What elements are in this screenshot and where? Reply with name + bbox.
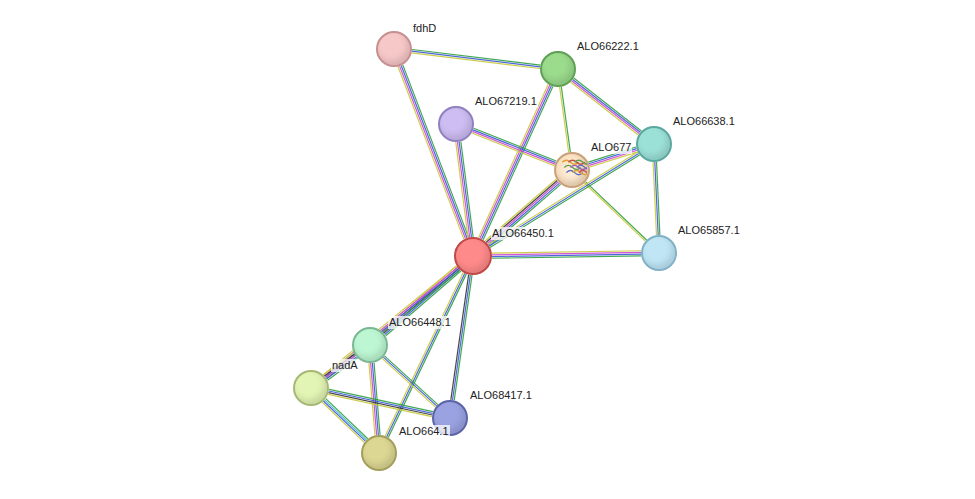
helix-stroke <box>579 171 587 175</box>
interaction-edge <box>472 128 556 165</box>
evidence-line <box>584 183 645 241</box>
evidence-line <box>326 399 368 439</box>
evidence-line <box>472 131 555 164</box>
protein-node <box>554 152 590 188</box>
node-label: fdhD <box>412 22 437 35</box>
evidence-line <box>457 142 469 237</box>
interaction-edge <box>584 182 646 241</box>
protein-node <box>636 126 672 162</box>
evidence-line <box>412 51 540 67</box>
evidence-line <box>323 401 365 441</box>
node-label: ALO66450.1 <box>491 227 555 240</box>
protein-node <box>352 327 388 363</box>
node-label: ALO68417.1 <box>469 389 533 402</box>
evidence-line <box>383 357 436 406</box>
interaction-edge <box>653 162 660 235</box>
interaction-edge <box>412 49 541 68</box>
evidence-line <box>486 181 557 243</box>
interaction-edge <box>560 87 571 153</box>
evidence-line <box>412 53 540 69</box>
evidence-line <box>325 269 458 378</box>
helix-stroke <box>575 160 587 164</box>
protein-node <box>361 435 397 471</box>
interaction-edge <box>322 399 368 443</box>
evidence-line <box>325 400 367 440</box>
evidence-line <box>384 356 437 405</box>
node-label: ALO664.1 <box>398 425 450 438</box>
protein-node <box>641 235 677 271</box>
evidence-line <box>329 391 433 413</box>
evidence-line <box>573 79 641 132</box>
evidence-line <box>328 393 432 415</box>
interaction-edge <box>492 251 641 259</box>
evidence-line <box>488 183 559 245</box>
interaction-edge <box>485 179 561 246</box>
evidence-line <box>386 271 461 336</box>
node-label: ALO677 <box>590 141 632 154</box>
evidence-line <box>485 179 556 241</box>
protein-node <box>293 370 329 406</box>
protein-node <box>454 237 492 275</box>
evidence-line <box>586 182 647 240</box>
helix-stroke <box>577 165 587 169</box>
interaction-edge <box>488 152 639 247</box>
node-label: ALO66638.1 <box>672 115 736 128</box>
evidence-line <box>590 152 638 167</box>
interaction-edge <box>451 275 472 401</box>
evidence-line <box>382 358 435 407</box>
evidence-line <box>492 251 641 253</box>
node-label: nadA <box>331 359 359 372</box>
protein-node <box>376 31 412 67</box>
evidence-line <box>473 130 556 163</box>
node-label: ALO65857.1 <box>677 224 741 237</box>
evidence-line <box>561 87 570 152</box>
interaction-edge <box>328 389 433 416</box>
evidence-line <box>400 66 466 238</box>
node-label: ALO66448.1 <box>388 316 452 329</box>
protein-node <box>540 51 576 87</box>
evidence-line <box>322 402 364 442</box>
interaction-edge <box>571 78 642 135</box>
evidence-line <box>472 133 555 166</box>
evidence-line <box>474 128 557 161</box>
evidence-line <box>572 81 640 134</box>
evidence-line <box>456 142 468 237</box>
evidence-line <box>560 87 569 152</box>
evidence-line <box>323 266 456 375</box>
interaction-edge <box>398 65 469 239</box>
evidence-line <box>412 49 540 65</box>
node-label: ALO66222.1 <box>576 40 640 53</box>
evidence-line <box>574 78 642 131</box>
interaction-edge <box>456 142 473 238</box>
structure-icon <box>556 154 587 185</box>
interaction-edge <box>382 356 438 407</box>
evidence-line <box>324 267 457 376</box>
evidence-line <box>328 394 432 416</box>
evidence-line <box>327 270 460 379</box>
node-label: ALO67219.1 <box>474 95 538 108</box>
evidence-line <box>571 82 639 135</box>
evidence-line <box>653 162 656 235</box>
evidence-line <box>398 67 464 239</box>
evidence-line <box>329 389 433 411</box>
evidence-line <box>490 184 561 246</box>
evidence-line <box>488 152 638 245</box>
evidence-line <box>459 142 471 237</box>
evidence-line <box>461 142 473 237</box>
protein-node <box>438 106 474 142</box>
evidence-line <box>487 182 558 244</box>
